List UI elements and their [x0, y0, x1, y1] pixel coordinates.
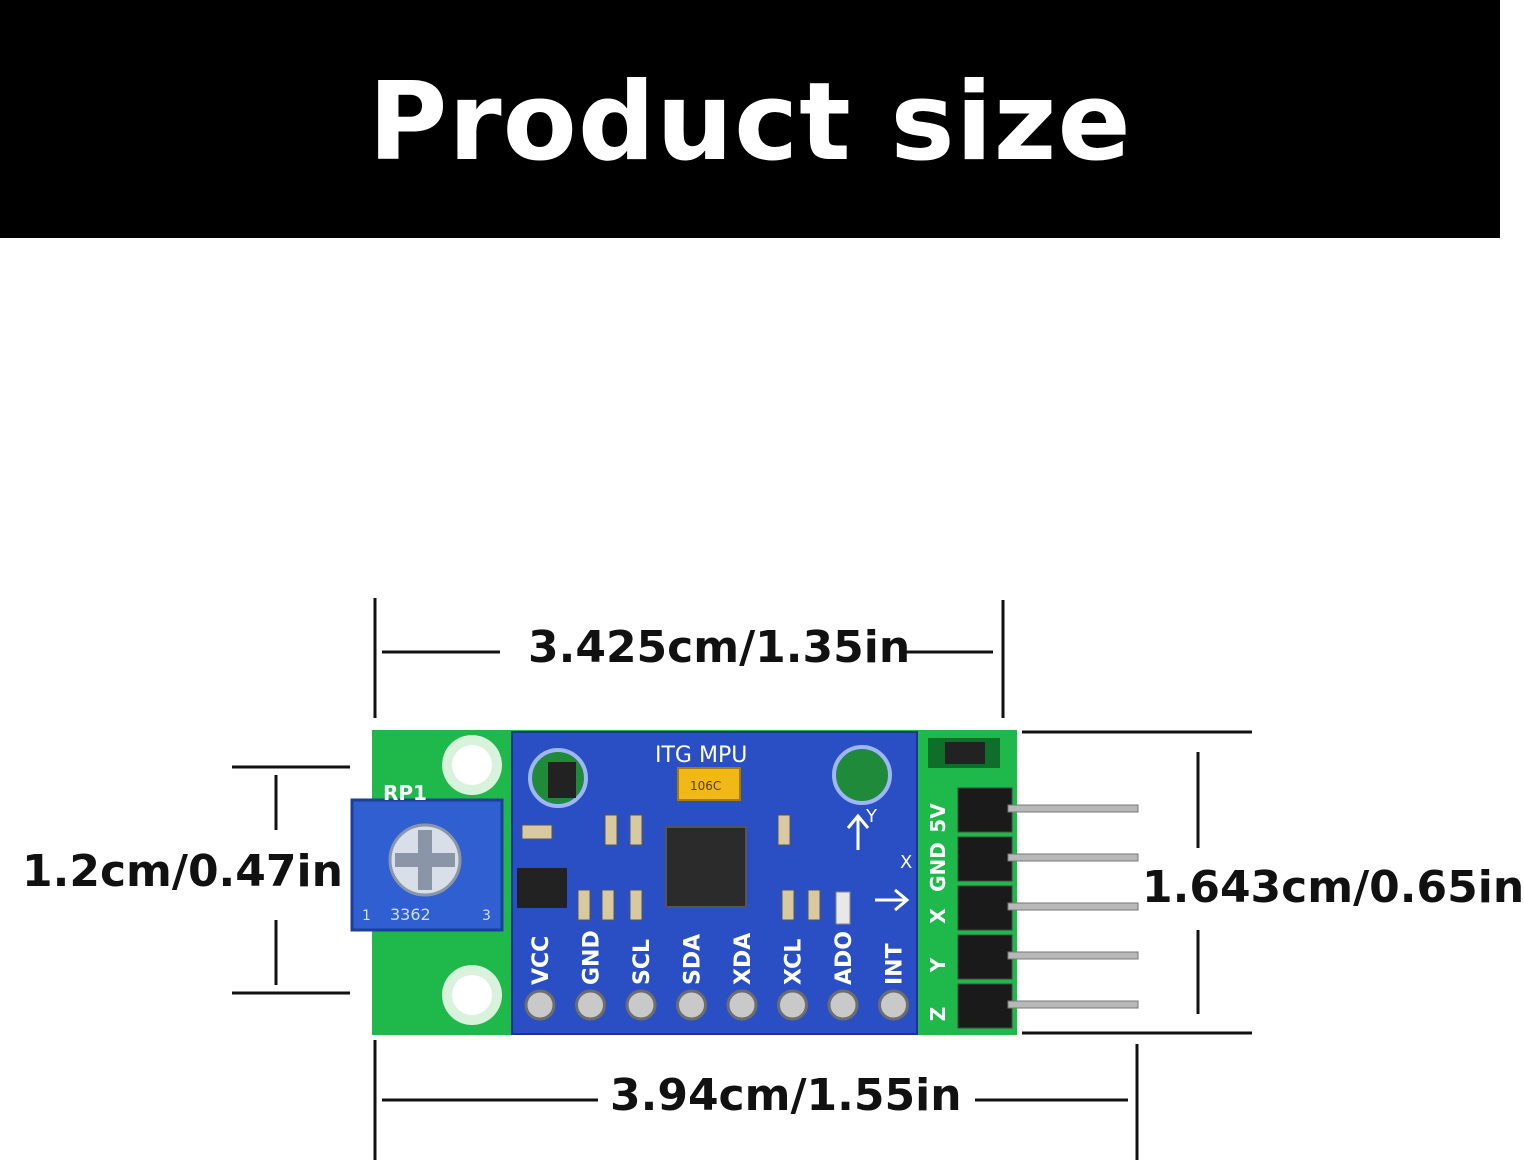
header-pin [1007, 902, 1139, 911]
header-housing [957, 836, 1013, 882]
dimension-lines [232, 598, 1252, 1160]
header-housing [957, 934, 1013, 980]
pin-pad [524, 989, 556, 1021]
pin-label-gnd: GND [580, 930, 605, 985]
pin-label-xda: XDA [731, 933, 756, 985]
pin-pad [878, 989, 909, 1021]
axis-x-arrow-icon [875, 888, 910, 912]
smd-components [521, 814, 821, 921]
pot-pin3-label: 3 [482, 908, 491, 924]
pin-pads [524, 989, 909, 1021]
header-label-gnd: GND [926, 842, 950, 892]
header-label-z: Z [926, 1007, 950, 1022]
axis-y-label: Y [865, 806, 878, 827]
pin-label-scl: SCL [630, 939, 655, 985]
axis-x-label: X [900, 852, 912, 873]
header-banner: Product size [0, 0, 1500, 238]
mpu-chip [665, 826, 747, 908]
header-label-5v: 5V [926, 803, 950, 833]
tantalum-capacitor [677, 767, 741, 801]
sensor-board: RP1 3362 1 3 ITG MPU 106C Y X [350, 730, 1139, 1035]
height-left-label: 1.2cm/0.47in [22, 846, 343, 897]
header-label-x: X [926, 908, 950, 924]
header-pin [1007, 853, 1139, 862]
pot-ref-label: RP1 [383, 781, 427, 805]
capacitor-label: 106C [690, 779, 721, 793]
pin-pad [676, 989, 707, 1021]
status-led [835, 891, 851, 925]
pot-pin1-label: 1 [362, 908, 371, 924]
width-bottom-label: 3.94cm/1.55in [610, 1070, 962, 1121]
pin-pad [625, 989, 657, 1021]
pin-header [957, 787, 1139, 1029]
header-housing [957, 885, 1013, 931]
pin-label-ado: ADO [832, 931, 857, 985]
header-pin-labels: 5V GND X Y Z [926, 803, 950, 1021]
regulator-chip [517, 868, 567, 908]
pot-model-label: 3362 [390, 905, 431, 924]
pin-label-vcc: VCC [529, 936, 554, 985]
header-pin [1007, 951, 1139, 960]
pin-pad [827, 989, 859, 1021]
header-label-y: Y [926, 957, 950, 973]
header-pin [1007, 804, 1139, 813]
pin-label-sda: SDA [681, 934, 706, 985]
page-title: Product size [368, 60, 1132, 185]
pin-pad [575, 989, 606, 1021]
chip-brand-label: ITG MPU [655, 743, 747, 768]
pin-label-int: INT [883, 943, 908, 985]
pin-pad [777, 989, 808, 1021]
pin-labels: VCC GND SCL SDA XDA XCL ADO INT [529, 930, 908, 985]
axis-y-arrow-icon [846, 813, 870, 850]
header-housing [957, 787, 1013, 833]
height-right-label: 1.643cm/0.65in [1142, 862, 1524, 913]
width-top-label: 3.425cm/1.35in [528, 622, 911, 673]
header-housing [957, 983, 1013, 1029]
pin-pad [726, 989, 758, 1021]
potentiometer [350, 798, 504, 932]
header-pin [1007, 1000, 1139, 1009]
pin-label-xcl: XCL [782, 939, 807, 985]
